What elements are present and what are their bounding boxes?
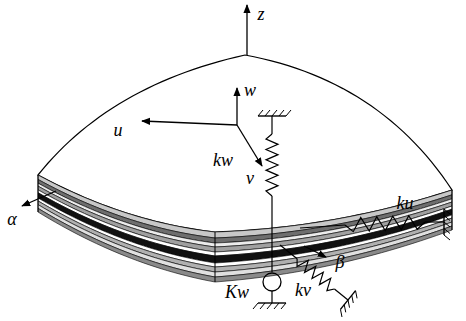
ground-hatch (267, 303, 272, 309)
z-axis (246, 5, 247, 55)
ground-hatch (279, 110, 284, 116)
ground-hatch (272, 110, 277, 116)
ground-hatch (340, 309, 342, 317)
ground-hatch (286, 110, 291, 116)
ground-hatch (258, 110, 263, 116)
ground-hatch (444, 216, 450, 221)
ku-spring (345, 216, 425, 232)
spring-wire (280, 245, 297, 259)
ply-layer (38, 201, 452, 272)
z-axis-label: z (257, 5, 264, 23)
ground-hatch (281, 303, 286, 309)
ground-hatch (444, 235, 450, 240)
rotational-spring-label: Kw (225, 283, 249, 301)
ground-hatch (265, 110, 270, 116)
spring-wire (334, 289, 348, 300)
shell-edge (215, 232, 216, 282)
alpha-label: α (7, 210, 16, 228)
ground-hatch (444, 229, 450, 234)
shell-edge (38, 175, 39, 212)
w-label: w (244, 81, 256, 99)
ground-hatch (348, 300, 350, 308)
ground-hatch (444, 222, 450, 227)
w-arrow (236, 88, 237, 125)
v-arrow (237, 125, 262, 166)
v-label: v (246, 169, 254, 187)
beta-label: β (336, 253, 345, 271)
ground-hatch (253, 303, 258, 309)
ply-layer (38, 198, 452, 267)
spring-wire (271, 196, 272, 272)
ground-hatch (260, 303, 265, 309)
u-arrow (142, 121, 237, 125)
spring-label: kv (295, 281, 311, 299)
u-label: u (114, 121, 123, 139)
ground-hatch (352, 295, 354, 303)
spring-wire (271, 291, 272, 303)
kw-spring (266, 134, 278, 196)
rotational-spring (263, 273, 281, 291)
spring-label: ku (397, 194, 414, 212)
spring-wire (300, 225, 345, 228)
ground-hatch (344, 305, 346, 313)
spring-wire (425, 221, 444, 222)
ply-layer (38, 193, 452, 263)
ground-hatch (274, 303, 279, 309)
beta-arrow (304, 246, 326, 257)
alpha-arrow (22, 191, 56, 206)
ply-layer (38, 208, 452, 282)
spring-label: kw (213, 151, 233, 169)
ground-hatch (356, 291, 358, 299)
ground-hatch (444, 209, 450, 214)
ground-line (340, 291, 355, 310)
shell-edge (452, 190, 453, 230)
spring-wire (271, 116, 272, 134)
